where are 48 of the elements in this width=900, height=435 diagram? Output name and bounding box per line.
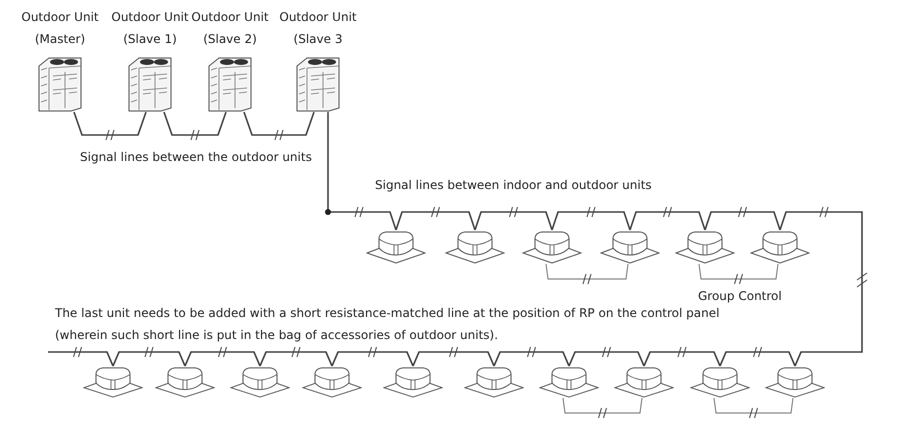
group-control-line (714, 398, 794, 414)
note-text: The last unit needs to be added with a short resistance-matched line at the position of RP on the control panel (wherein such short line is put in the bag of accessories of outdoor units). (55, 305, 720, 344)
indoor-unit-drawing (675, 230, 735, 264)
indoor-unit-drawing (302, 366, 362, 398)
signal-line (163, 112, 227, 136)
signal-line (112, 351, 186, 366)
group-control-line (698, 264, 778, 280)
indoor-unit-drawing (464, 366, 524, 398)
indoor-unit-drawing (539, 366, 599, 398)
group-control-line (546, 264, 628, 280)
indoor-unit-drawing (690, 366, 750, 398)
signal-line (643, 351, 721, 366)
indoor-unit-drawing (230, 366, 290, 398)
signal-line (779, 211, 863, 366)
signal-line (568, 351, 645, 366)
signal-line (327, 112, 397, 230)
indoor-unit-drawing (383, 366, 443, 398)
indoor-unit-drawing (750, 230, 810, 264)
indoor-unit-drawing (600, 230, 660, 264)
signal-line (551, 211, 631, 230)
unit-label: Outdoor Unit (Slave 1) (110, 9, 190, 48)
indoor-unit-drawing (445, 230, 505, 264)
signal-line (629, 211, 706, 230)
signal-line (331, 351, 414, 366)
signal-line (243, 112, 315, 136)
signal-line (493, 351, 570, 366)
signal-line (259, 351, 333, 366)
signal-line (395, 211, 476, 230)
signal-line (48, 351, 114, 366)
signal-line (184, 351, 261, 366)
unit-label: Outdoor Unit (Slave 2) (190, 9, 270, 48)
signal-line (73, 112, 147, 136)
indoor-unit-drawing (155, 366, 215, 398)
indoor-unit-drawing (614, 366, 674, 398)
signal-line (704, 211, 781, 230)
unit-label: Outdoor Unit (Slave 3 (278, 9, 358, 48)
signal-line (719, 351, 796, 366)
signal-line (474, 211, 553, 230)
group-control-line (562, 398, 642, 414)
indoor-unit-drawing (765, 366, 825, 398)
indoor-unit-drawing (83, 366, 143, 398)
signal-line (412, 351, 495, 366)
caption-label: Group Control (698, 289, 782, 303)
indoor-unit-drawing (522, 230, 582, 264)
unit-label: Outdoor Unit (Master) (20, 9, 100, 48)
caption-label: Signal lines between indoor and outdoor units (375, 178, 652, 192)
caption-label: Signal lines between the outdoor units (80, 150, 312, 164)
indoor-unit-drawing (366, 230, 426, 264)
